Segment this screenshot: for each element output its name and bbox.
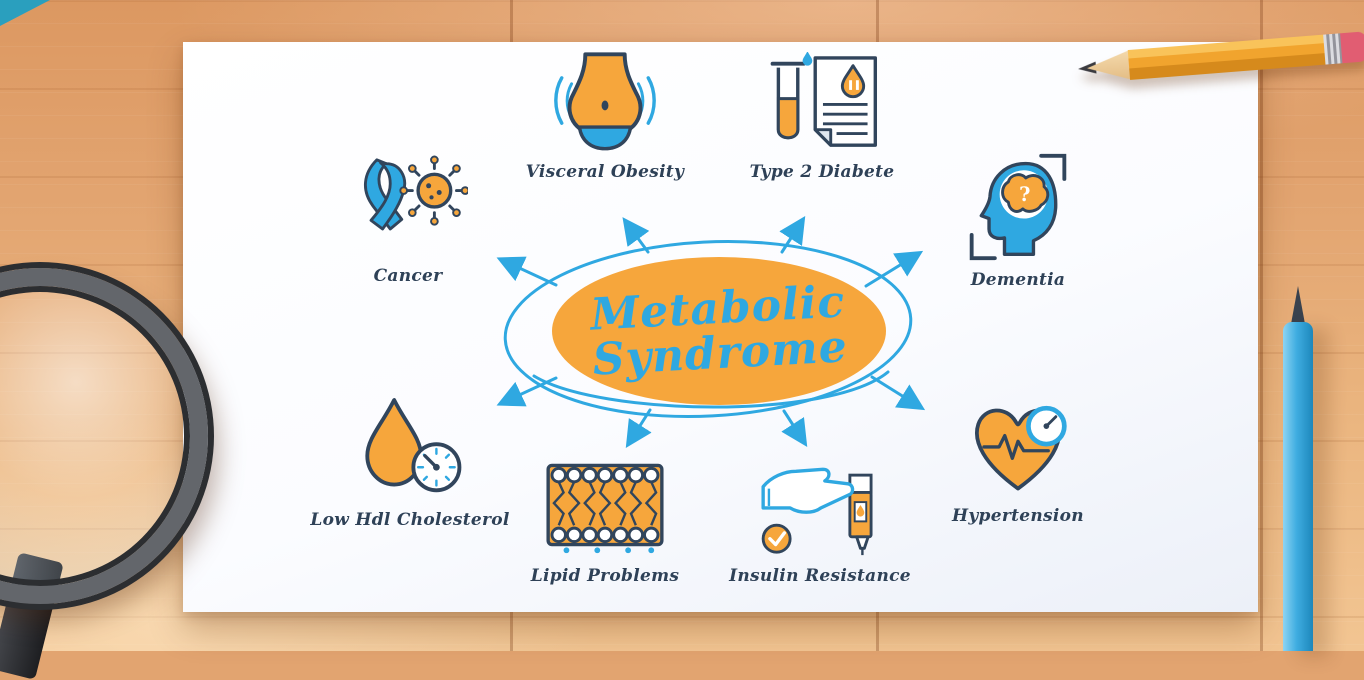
corner-object xyxy=(0,0,50,26)
node-label-hypertension: Hypertension xyxy=(952,506,1084,526)
pencil-wood-cone xyxy=(1086,50,1132,83)
pen-body xyxy=(1283,322,1313,651)
node-cancer: Cancer xyxy=(308,152,508,286)
node-insulin-resistance: Insulin Resistance xyxy=(718,452,922,586)
node-low-hdl-cholesterol: Low Hdl Cholesterol xyxy=(298,396,522,530)
node-visceral-obesity: Visceral Obesity xyxy=(505,50,705,182)
title-line-2: Syndrome xyxy=(591,321,849,386)
heart-gauge-icon xyxy=(975,405,1067,491)
dementia-question-mark: ? xyxy=(1019,183,1030,206)
node-label-low-hdl-cholesterol: Low Hdl Cholesterol xyxy=(310,510,510,530)
node-label-cancer: Cancer xyxy=(373,266,443,286)
node-label-visceral-obesity: Visceral Obesity xyxy=(525,162,685,182)
node-lipid-problems: Lipid Problems xyxy=(505,452,705,586)
node-label-insulin-resistance: Insulin Resistance xyxy=(729,566,911,586)
node-dementia: ? Dementia xyxy=(918,150,1118,290)
node-type-2-diabete: Type 2 Diabete xyxy=(722,52,922,182)
node-label-lipid-problems: Lipid Problems xyxy=(530,566,680,586)
blood-test-document-icon xyxy=(770,52,878,147)
node-hypertension: Hypertension xyxy=(918,394,1118,526)
hand-insulin-pen-icon xyxy=(761,467,873,556)
diagram-title: Metabolic Syndrome xyxy=(545,253,894,411)
pencil-eraser xyxy=(1340,31,1364,64)
head-brain-icon: ? xyxy=(969,153,1067,261)
node-label-type-2-diabete: Type 2 Diabete xyxy=(749,162,895,182)
belly-icon xyxy=(554,52,656,151)
ribbon-cell-icon xyxy=(364,155,468,231)
cholesterol-drop-gauge-icon xyxy=(365,398,462,493)
node-label-dementia: Dementia xyxy=(970,270,1066,290)
desk-plank-seam xyxy=(1260,0,1263,651)
lipid-bilayer-icon xyxy=(546,463,664,554)
